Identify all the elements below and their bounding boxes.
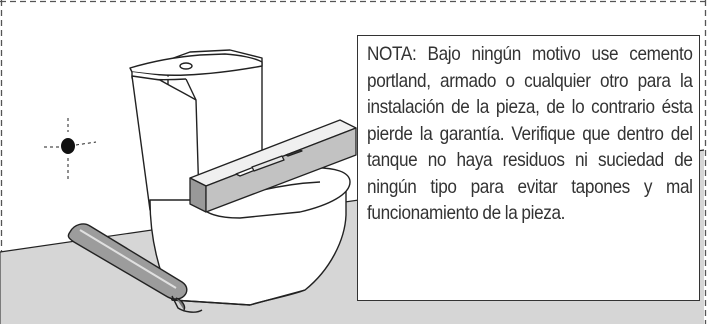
warning-note-box: NOTA: Bajo ningún motivo use cemento por… — [357, 35, 700, 301]
caulk-gun-icon — [67, 223, 203, 313]
level-tool-icon — [189, 119, 357, 213]
drain-crosshair-icon — [44, 118, 97, 180]
warning-note-text: NOTA: Bajo ningún motivo use cemento por… — [367, 43, 693, 224]
